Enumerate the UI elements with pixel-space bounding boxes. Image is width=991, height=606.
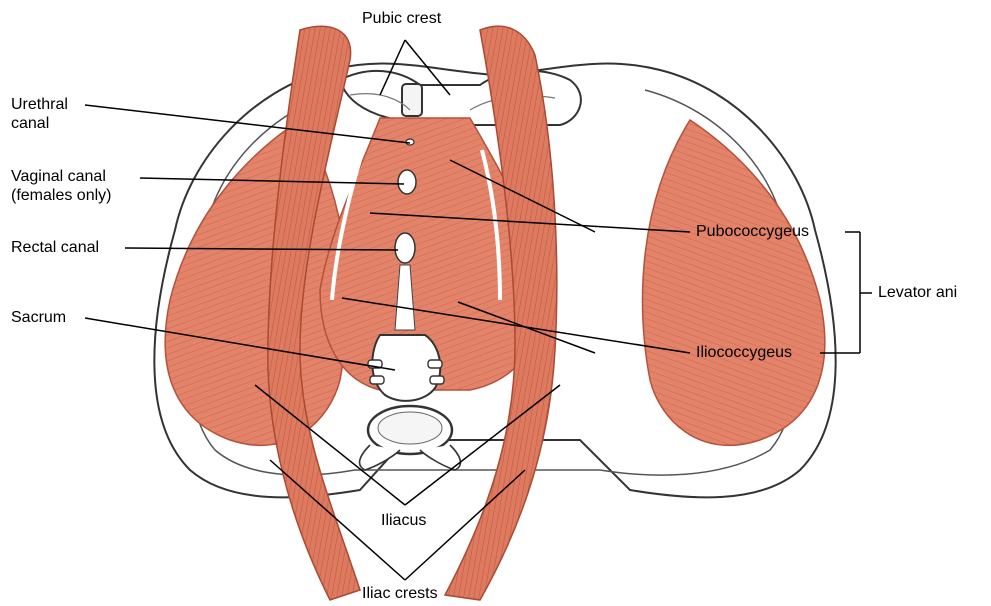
label-pubococcygeus: Pubococcygeus	[696, 222, 809, 241]
label-vaginal-canal-line2: (females only)	[11, 186, 111, 205]
rectal-canal-opening	[395, 233, 415, 263]
label-urethral-canal-line1: Urethral	[11, 95, 68, 114]
iliacus-right	[643, 120, 825, 445]
label-levator-ani: Levator ani	[878, 283, 957, 302]
label-iliac-crests: Iliac crests	[362, 584, 438, 603]
label-vaginal-canal: Vaginal canal (females only)	[11, 167, 111, 205]
label-iliacus: Iliacus	[381, 511, 426, 530]
label-urethral-canal: Urethral canal	[11, 95, 68, 133]
label-iliococcygeus: Iliococcygeus	[696, 343, 792, 362]
vaginal-canal-opening	[398, 170, 416, 194]
label-rectal-canal: Rectal canal	[11, 238, 99, 257]
label-urethral-canal-line2: canal	[11, 114, 68, 133]
label-sacrum: Sacrum	[11, 308, 66, 327]
label-pubic-crest: Pubic crest	[362, 9, 441, 28]
label-vaginal-canal-line1: Vaginal canal	[11, 167, 111, 186]
